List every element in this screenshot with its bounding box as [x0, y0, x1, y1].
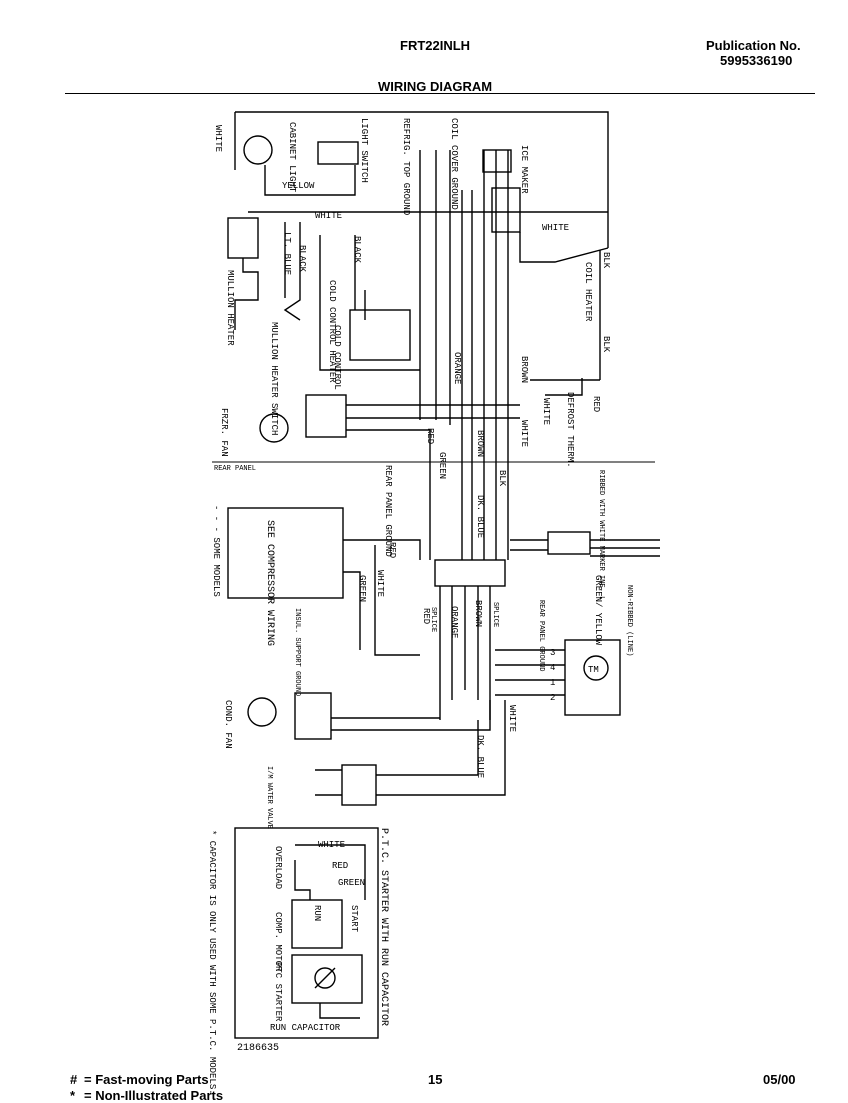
label-yellow: YELLOW [282, 181, 315, 191]
label-white-top: WHITE [213, 125, 223, 152]
label-comp-motor: COMP. MOTOR [273, 912, 283, 972]
label-red-ptc: RED [332, 861, 348, 871]
legend-non-symbol: * [70, 1088, 76, 1103]
timer-terminal-1: 4 [550, 663, 555, 673]
label-ice-maker: ICE MAKER [519, 145, 529, 194]
legend-non-illustrated: * = Non-Illustrated Parts [70, 1088, 223, 1103]
timer-terminal-3: 2 [550, 693, 555, 703]
label-dk-blue-upper: DK. BLUE [475, 495, 485, 538]
label-run: RUN [312, 905, 322, 921]
label-orange-lower: ORANGE [449, 606, 459, 638]
label-black-left: BLACK [297, 245, 307, 273]
label-white-comp: WHITE [375, 570, 385, 597]
label-frz-fan: FRZR. FAN [219, 408, 229, 457]
label-white-lower: WHITE [507, 705, 517, 732]
publication-label: Publication No. [706, 38, 801, 53]
label-blk-upper: BLK [601, 252, 611, 269]
label-green-yellow: GREEN/ YELLOW [593, 575, 603, 646]
label-lt-blue: LT. BLUE [282, 232, 292, 275]
label-defrost-therm: DEFROST THERM. [565, 392, 575, 468]
label-refrig-top-ground: REFRIG. TOP GROUND [401, 118, 411, 215]
label-light-switch: LIGHT SWITCH [359, 118, 369, 183]
label-overload: OVERLOAD [273, 846, 283, 889]
label-green-ptc: GREEN [338, 878, 365, 888]
diagram-labels: WHITE CABINET LIGHT REFRIG. TOP GROUND L… [207, 118, 633, 1095]
legend-non-text: = Non-Illustrated Parts [84, 1088, 224, 1103]
label-cabinet-light: CABINET LIGHT [287, 122, 297, 193]
label-red-right: RED [591, 396, 601, 412]
label-run-capacitor: RUN CAPACITOR [270, 1023, 341, 1033]
label-cold-control: COLD CONTROL [332, 325, 342, 390]
label-mullion-heater: MULLION HEATER [225, 270, 235, 346]
label-coil-cover-ground: COIL COVER GROUND [449, 118, 459, 210]
timer-terminal-0: 3 [550, 648, 555, 658]
label-ribbed-marker: RIBBED WITH WHITE MARKER INE. L [597, 470, 605, 600]
label-coil-heater: COIL HEATER [583, 262, 593, 322]
label-timer: TM [588, 665, 599, 675]
label-insul-support-ground: INSUL. SUPPORT GROUND [293, 608, 301, 696]
label-white-vert: WHITE [519, 420, 529, 447]
label-white-ptc: WHITE [318, 840, 345, 850]
label-see-compressor-wiring: SEE COMPRESSOR WIRING [264, 520, 275, 646]
label-black-mid: BLACK [352, 236, 362, 264]
label-green-mid: GREEN [437, 452, 447, 479]
part-number: 2186635 [237, 1043, 279, 1054]
label-red-mid: RED [425, 428, 435, 444]
label-water-valve: I/M WATER VALVE [265, 766, 273, 829]
label-start: START [349, 905, 359, 933]
legend-fast-symbol: # [70, 1072, 78, 1087]
publication-number: 5995336190 [720, 53, 793, 68]
label-mullion-heater-switch: MULLION HEATER SWITCH [269, 322, 279, 435]
label-brown-mid: BROWN [475, 430, 485, 457]
label-rear-panel: REAR PANEL [214, 465, 256, 473]
label-cond-fan: COND. FAN [223, 700, 233, 749]
model-number: FRT22INLH [400, 38, 471, 53]
page-number: 15 [428, 1072, 443, 1087]
legend-fast-text: = Fast-moving Parts [84, 1072, 209, 1087]
label-dk-blue-lower: DK. BLUE [475, 735, 485, 778]
wires [212, 111, 660, 1039]
label-red-comp: RED [387, 542, 397, 558]
label-white-defrost: WHITE [541, 398, 551, 425]
label-brown-upper: BROWN [519, 356, 529, 383]
label-non-ribbed-line: NON-RIBBED (LINE) [625, 585, 633, 656]
label-ptc-starter: PTC STARTER [273, 962, 283, 1022]
label-capacitor-note: * CAPACITOR IS ONLY USED WITH SOME P.T.C… [207, 830, 217, 1095]
label-red-splice: RED [421, 608, 431, 624]
label-splice-left: SPLICE [429, 607, 437, 632]
label-some-models: - - - SOME MODELS [211, 505, 221, 597]
label-orange-upper: ORANGE [452, 352, 462, 384]
timer-terminal-2: 1 [550, 678, 555, 688]
label-splice-right: SPLICE [491, 602, 499, 627]
label-blk-mid: BLK [497, 470, 507, 487]
label-brown-lower: BROWN [473, 600, 483, 627]
header-rule [65, 93, 815, 94]
label-white-mid: WHITE [315, 211, 342, 221]
label-white-right: WHITE [542, 223, 569, 233]
label-blk-lower: BLK [601, 336, 611, 353]
label-rear-panel-ground-2: REAR PANEL GROUND [537, 600, 545, 671]
label-ptc-starter-title: P.T.C. STARTER WITH RUN CAPACITOR [378, 828, 389, 1026]
revision-date: 05/00 [763, 1072, 796, 1087]
page-title: WIRING DIAGRAM [378, 79, 493, 94]
legend-fast-moving: # = Fast-moving Parts [70, 1072, 209, 1087]
label-rear-panel-ground: REAR PANEL GROUND [383, 465, 393, 557]
label-cold-control-heater: COLD CONTROL HEATER [327, 280, 337, 383]
label-green-comp: GREEN [357, 575, 367, 602]
